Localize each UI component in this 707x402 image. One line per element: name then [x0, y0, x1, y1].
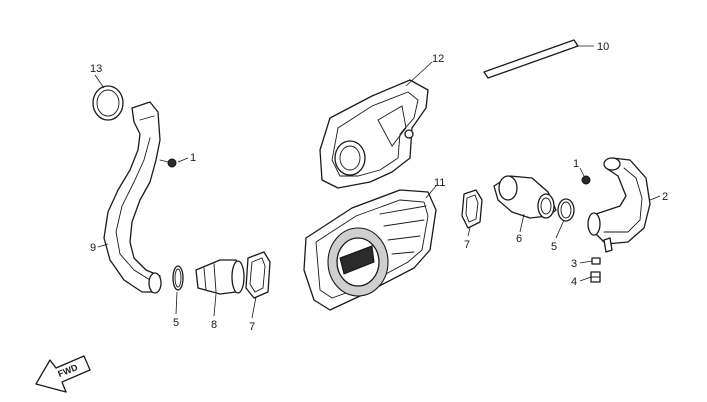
callout-7-left: 7 [249, 321, 255, 333]
part-5-hose-clamp-right [557, 198, 575, 222]
callout-labels: 13 1 9 5 8 7 12 11 7 6 5 1 2 3 4 10 [90, 41, 668, 333]
part-4-nipple [590, 271, 601, 283]
callout-4: 4 [571, 276, 577, 288]
part-3-fitting [591, 257, 601, 265]
callout-2: 2 [662, 191, 668, 203]
callout-10: 10 [597, 41, 609, 53]
part-11-side-cover [303, 189, 437, 311]
callout-9: 9 [90, 242, 96, 254]
callout-7-mid: 7 [464, 239, 470, 251]
callout-5-right: 5 [551, 241, 557, 253]
part-12-upper-cover [319, 79, 429, 189]
callout-3: 3 [571, 258, 577, 270]
callout-5-left: 5 [173, 317, 179, 329]
callout-8: 8 [211, 319, 217, 331]
part-6-elbow-connector [493, 175, 557, 219]
callout-13: 13 [90, 63, 102, 75]
part-1-bolt-right [581, 175, 591, 185]
callout-11: 11 [434, 177, 445, 189]
part-9-intake-duct [103, 101, 162, 294]
part-13-seal-cap [92, 85, 124, 121]
part-5-hose-clamp-left [172, 265, 184, 291]
callout-1-right: 1 [573, 158, 579, 170]
part-7-gasket-left [245, 251, 271, 299]
callout-12: 12 [432, 53, 444, 65]
callout-6: 6 [516, 233, 522, 245]
callout-1-left: 1 [190, 152, 196, 164]
part-10-strip [483, 39, 579, 79]
fwd-arrow-icon: FWD [35, 355, 91, 393]
part-8-rubber-coupling [195, 259, 245, 295]
part-2-outlet-pipe [587, 157, 651, 253]
leader-lines [94, 45, 661, 319]
part-1-bolt-left [159, 158, 177, 168]
part-7-gasket-mid [461, 189, 483, 229]
